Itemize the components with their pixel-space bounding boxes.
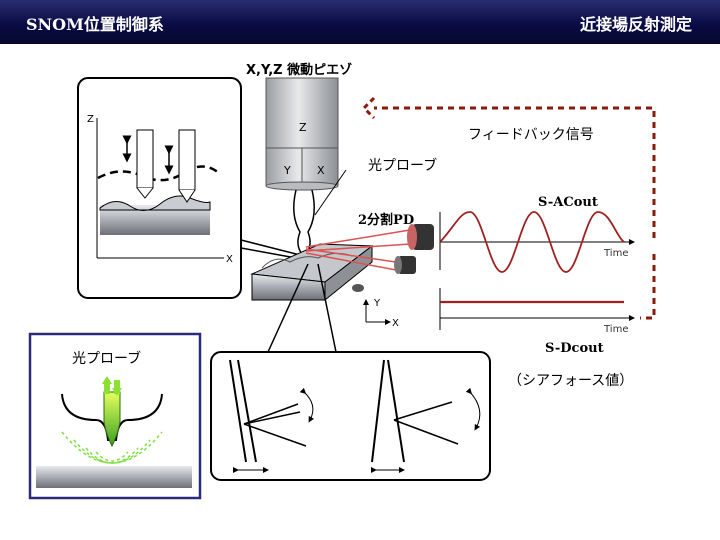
header-right-title: 近接場反射測定: [579, 15, 692, 34]
probe-label: 光プローブ: [368, 157, 437, 174]
nearfield-waves: [61, 431, 163, 464]
header-bar: SNOM位置制御系 近接場反射測定: [0, 0, 720, 44]
sample-stage: [250, 243, 374, 302]
axis-x-label: X: [392, 318, 399, 329]
inset-probe-label: 光プローブ: [72, 350, 141, 367]
inset-z-label: Z: [87, 114, 94, 125]
shear-force-inset: [210, 351, 491, 481]
feedback-arrowhead: [361, 96, 376, 120]
feedback-label: フィードバック信号: [468, 127, 594, 143]
probe-detail-inset: [28, 332, 202, 500]
pd-label: 2分割PD: [358, 212, 414, 228]
axis-y-label: Y: [373, 298, 381, 309]
piezo-z-label: Z: [299, 121, 307, 134]
time-label-ac: Time: [603, 248, 628, 259]
tip-scan-inset: [77, 77, 242, 299]
shear-force-label: （シアフォース値）: [508, 373, 633, 389]
feedback-path-lower: [640, 254, 656, 320]
inset-x-label: X: [226, 254, 233, 265]
ac-signal-wave: [439, 211, 625, 273]
s-ac-label: S-ACout: [538, 195, 598, 210]
piezo-scanner: [265, 77, 339, 191]
piezo-y-label: Y: [283, 164, 291, 177]
laser-beams: [305, 229, 411, 271]
time-label-dc: Time: [603, 324, 628, 335]
header-left-title: SNOM位置制御系: [26, 15, 164, 34]
piezo-x-label: X: [317, 164, 325, 177]
piezo-label: X,Y,Z 微動ピエゾ: [246, 62, 352, 78]
s-dc-label: S-Dcout: [545, 341, 604, 356]
photodiode: [394, 224, 434, 274]
